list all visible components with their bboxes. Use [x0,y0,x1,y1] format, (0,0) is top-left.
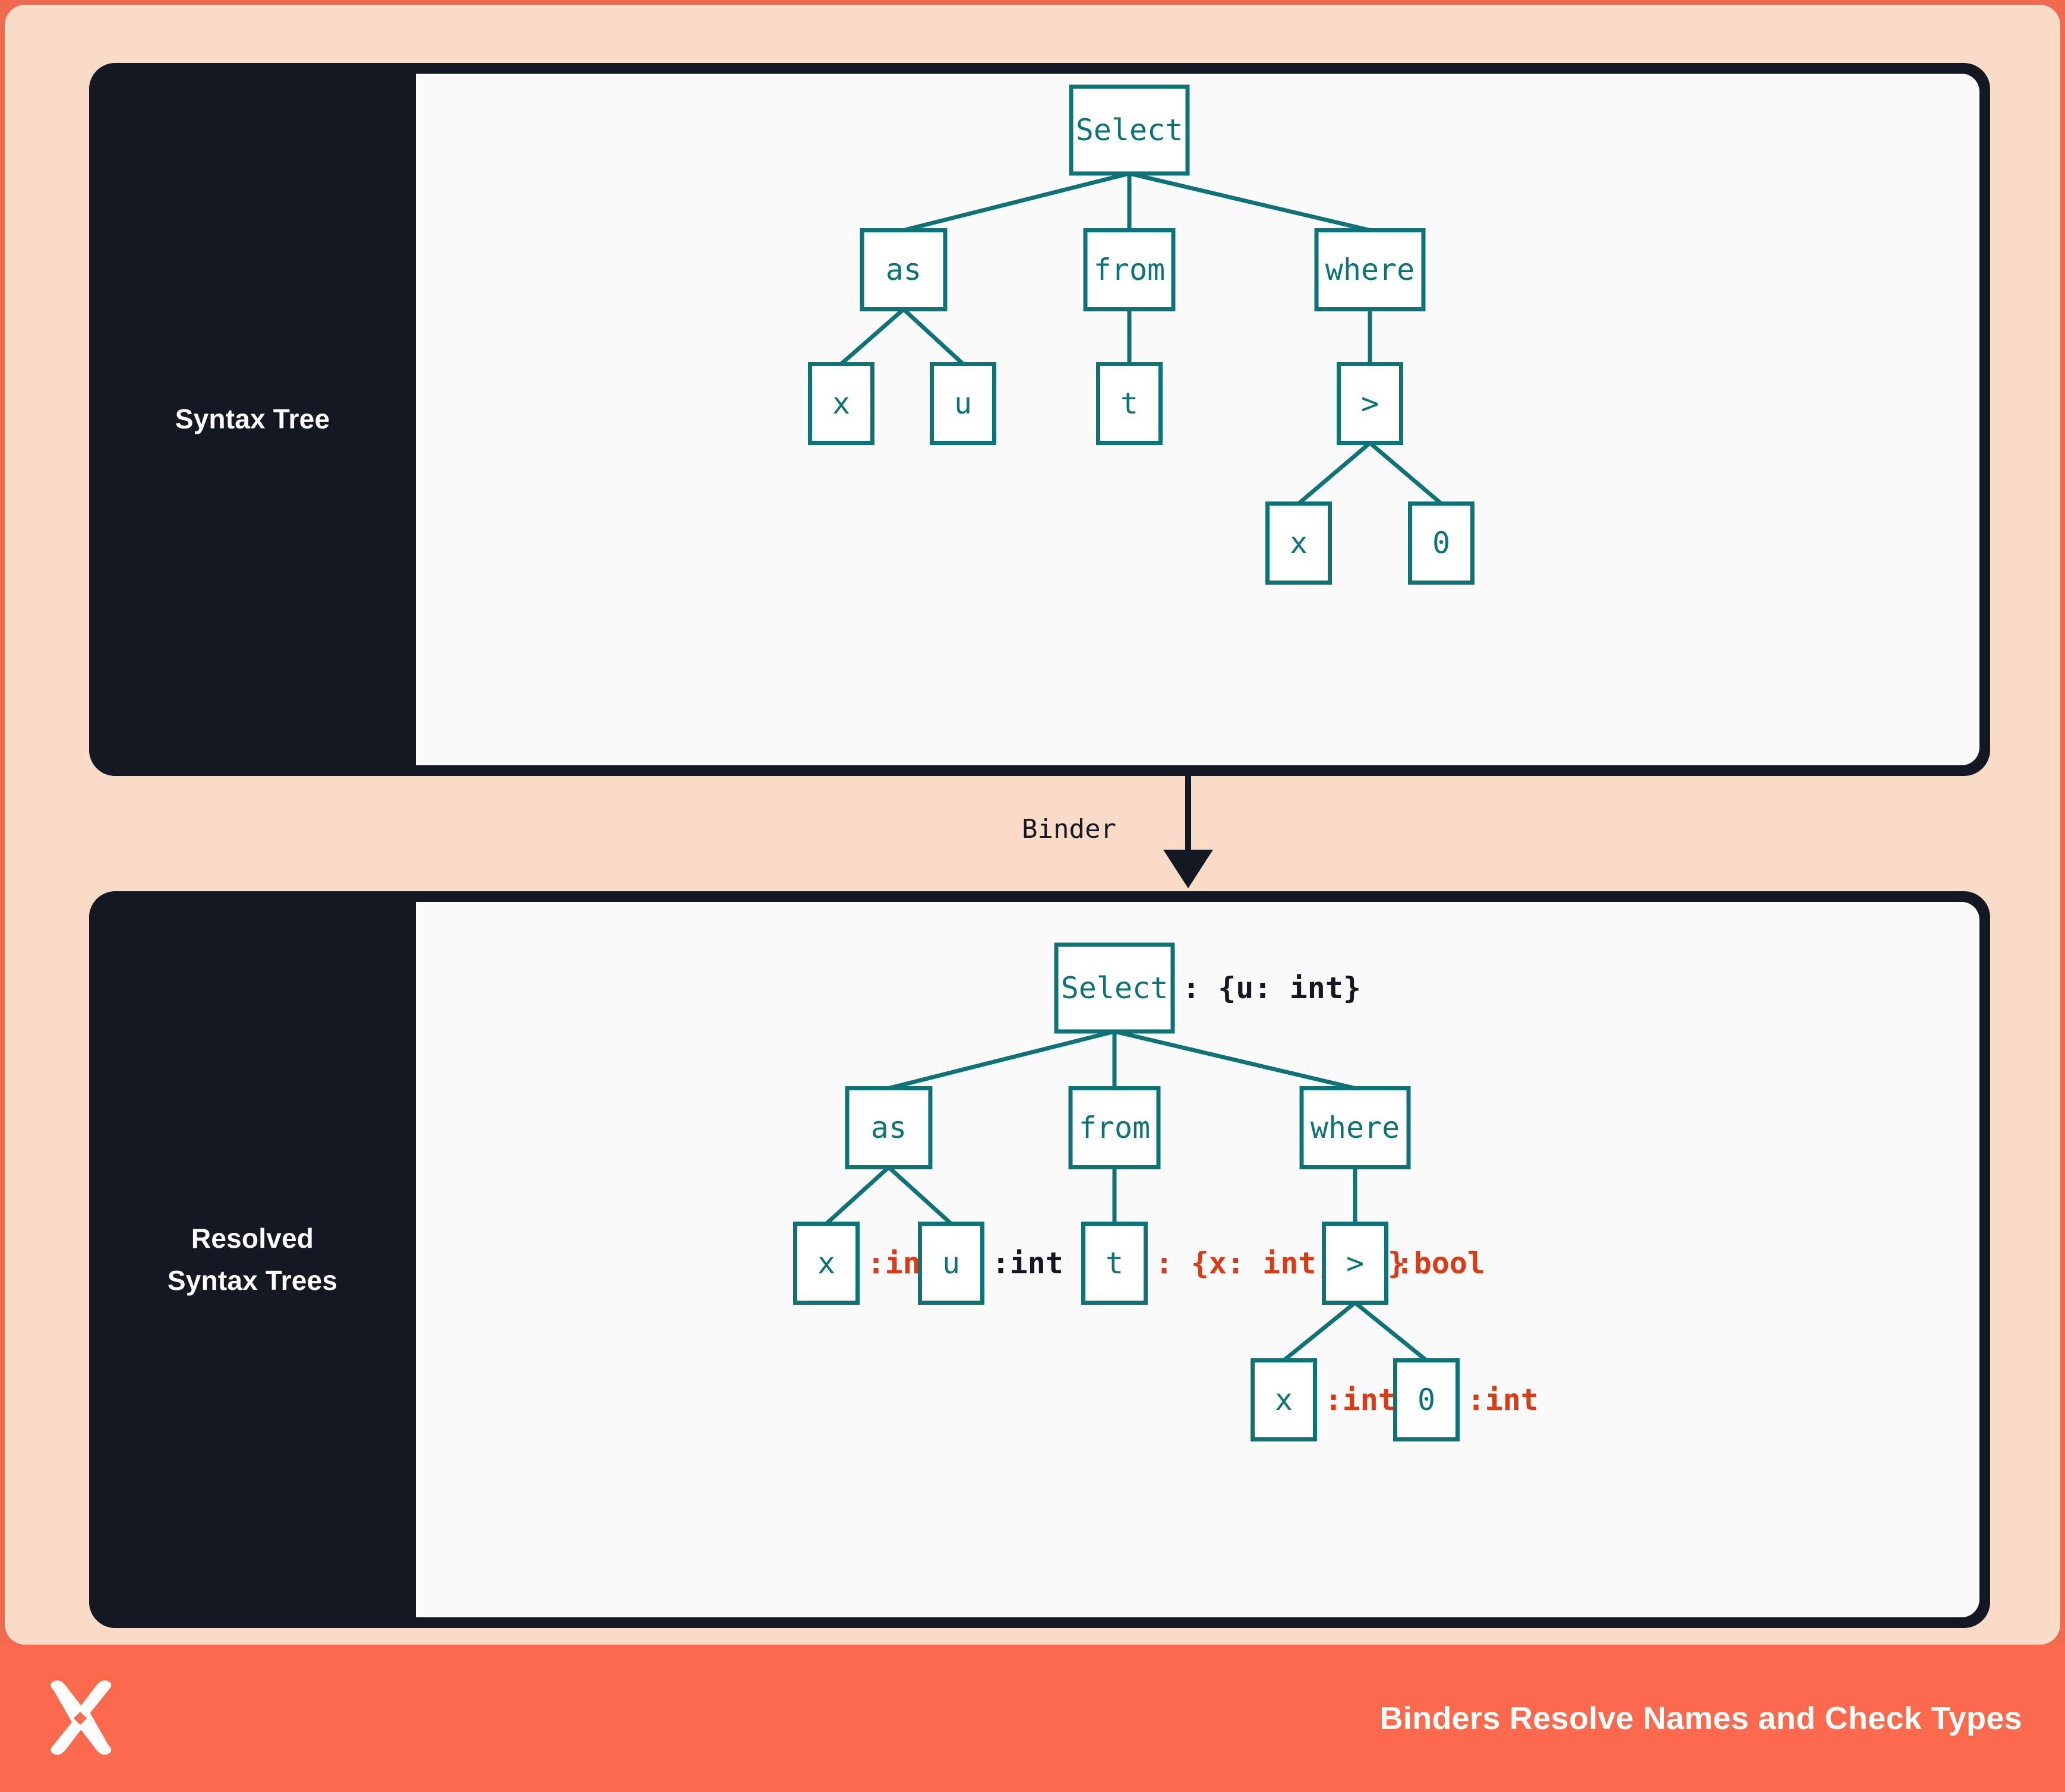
tree-node-u: u [930,362,996,445]
resolved-label-line2: Syntax Trees [167,1265,338,1296]
tree-node-label: t [1106,1246,1123,1280]
tree-node-from: from [1083,228,1176,311]
syntax-tree-canvas: Select as from where x u t > x 0 [416,74,1979,765]
tree-node-box [1322,1222,1388,1305]
brand-x-logo-icon [50,1680,112,1755]
tree-node-box [918,1222,984,1305]
tree-node-box [1337,362,1403,445]
syntax-tree-panel: Syntax Tree Select as from where x u t > x 0 [89,63,1990,776]
tree-node-box [1069,84,1190,176]
binder-transition [89,772,1990,891]
tree-node-box [1393,1358,1460,1441]
tree-node-type-annotation: :int [1325,1383,1396,1417]
tree-node-label: as [886,253,921,287]
tree-node-type-annotation: :bool [1396,1246,1486,1280]
tree-node-box [1054,942,1175,1034]
tree-node-gt: > [1337,362,1403,445]
tree-node-label: u [954,386,972,421]
tree-edge [888,1029,1115,1090]
tree-node-label: where [1311,1110,1400,1145]
tree-node-x2: x [1265,501,1332,585]
tree-node-label: x [832,386,850,421]
tree-node-box [1314,228,1426,311]
tree-node-box [1251,1358,1317,1441]
tree-node-label: where [1325,253,1415,287]
tree-node-label: Select [1061,971,1169,1005]
tree-node-box [1096,362,1163,445]
tree-node-select: Select : {u: int} [1054,942,1361,1034]
tree-node-box [1081,1222,1148,1305]
tree-node-label: > [1346,1246,1364,1280]
resolved-syntax-tree-panel-label: Resolved Syntax Trees [89,891,416,1628]
syntax-tree-graphic: Select as from where x u t > x 0 [808,84,1474,585]
tree-node-label: t [1120,386,1138,421]
tree-node-type-annotation: : {u: int} [1182,971,1361,1005]
tree-node-type-annotation: :int [992,1246,1063,1280]
tree-edge [902,307,965,366]
tree-node-where: where [1314,228,1426,311]
tree-node-label: x [817,1246,835,1280]
resolved-syntax-tree-panel: Resolved Syntax Trees Select : {u: int} as… [89,891,1990,1628]
tree-node-label: Select [1076,113,1183,147]
tree-node-label: as [871,1110,907,1145]
tree-node-box [808,362,874,445]
resolved-label-line1: Resolved [191,1222,314,1254]
tree-edge [825,1165,891,1226]
tree-node-box [793,1222,860,1305]
tree-node-box [1068,1086,1161,1169]
tree-node-as: as [860,228,948,311]
tree-edge [1297,441,1372,506]
tree-node-select: Select [1069,84,1190,176]
tree-node-box [1299,1086,1411,1169]
tree-node-gt: > :bool [1322,1222,1486,1305]
tree-edge [903,171,1130,232]
tree-node-label: 0 [1432,526,1450,560]
syntax-tree-label-text: Syntax Tree [175,403,330,435]
tree-node-label: from [1079,1110,1150,1145]
tree-edge [1368,441,1443,506]
tree-node-t: t [1096,362,1163,445]
tree-edge [1282,1301,1357,1362]
syntax-tree-panel-label: Syntax Tree [89,63,416,776]
tree-node-label: x [1290,526,1308,560]
tree-node-box [1408,501,1474,585]
tree-node-zero: 0 [1408,501,1474,585]
footer-bar: Binders Resolve Names and Check Types [0,1645,2065,1792]
tree-node-zero: 0 :int [1393,1358,1539,1441]
tree-node-x1: x [808,362,874,445]
tree-edge [887,1165,953,1226]
tree-node-type-annotation: :int [1467,1383,1539,1417]
tree-edge [1353,1301,1428,1362]
tree-node-box [845,1086,933,1169]
tree-edge [839,307,905,366]
tree-node-box [930,362,996,445]
tree-node-box [860,228,948,311]
tree-node-from: from [1068,1086,1161,1169]
tree-node-label: 0 [1417,1383,1435,1417]
tree-node-as: as [845,1086,933,1169]
tree-node-box [1083,228,1176,311]
footer-caption: Binders Resolve Names and Check Types [1379,1700,2022,1736]
tree-node-label: u [942,1246,960,1280]
binder-arrow-icon [1163,772,1213,888]
tree-edge [1129,171,1371,232]
tree-edge [1114,1029,1356,1090]
binder-label: Binder [1022,814,1116,844]
tree-node-x2: x :int [1251,1358,1396,1441]
tree-node-label: x [1275,1383,1293,1417]
tree-node-x1: x:int [793,1222,939,1305]
tree-node-where: where [1299,1086,1411,1169]
tree-node-label: > [1361,386,1379,421]
tree-node-label: from [1094,253,1165,287]
tree-node-u: u :int [918,1222,1063,1305]
tree-node-box [1265,501,1332,585]
